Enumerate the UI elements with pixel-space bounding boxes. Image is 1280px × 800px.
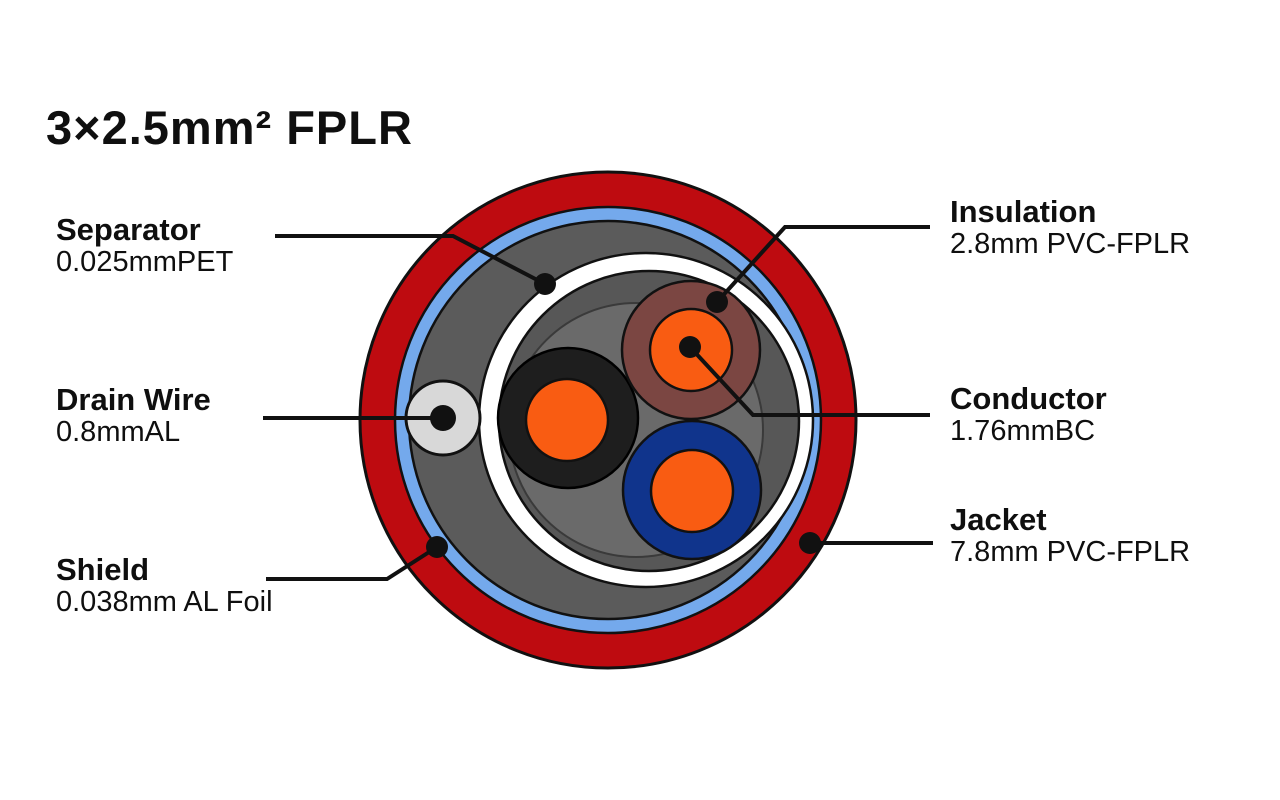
callout-shield: Shield 0.038mm AL Foil	[56, 552, 273, 619]
jacket-leader-dot	[799, 532, 821, 554]
insulation-leader-line	[715, 225, 930, 304]
wire-black-conductor	[524, 377, 610, 463]
callout-drain-wire: Drain Wire 0.8mmAL	[56, 382, 211, 449]
callout-conductor-value: 1.76mmBC	[950, 415, 1096, 447]
insulation-leader-dot	[706, 291, 728, 313]
conductor-leader-dot	[679, 336, 701, 358]
callout-jacket-value: 7.8mm PVC-FPLR	[950, 536, 1191, 568]
conductor-leader-line	[688, 345, 930, 417]
callout-conductor-name: Conductor	[950, 381, 1107, 416]
callout-insulation-name: Insulation	[950, 194, 1097, 229]
leader-dots	[426, 273, 821, 558]
shield-leader-line	[266, 545, 439, 581]
callout-shield-value: 0.038mm AL Foil	[56, 586, 273, 618]
callout-insulation: Insulation 2.8mm PVC-FPLR	[950, 194, 1191, 261]
shield-leader-dot	[426, 536, 448, 558]
callout-separator: Separator 0.025mmPET	[56, 212, 234, 279]
callout-separator-name: Separator	[56, 212, 201, 247]
drain-wire-leader-dot	[430, 405, 456, 431]
callout-jacket: Jacket 7.8mm PVC-FPLR	[950, 502, 1191, 569]
wire-blue-conductor	[649, 448, 735, 534]
callout-jacket-name: Jacket	[950, 502, 1047, 537]
leader-lines	[263, 225, 933, 581]
separator-leader-line	[275, 234, 546, 286]
diagram-title: 3×2.5mm² FPLR	[46, 101, 413, 154]
callout-drain-wire-value: 0.8mmAL	[56, 416, 181, 448]
callout-insulation-value: 2.8mm PVC-FPLR	[950, 228, 1191, 260]
callout-separator-value: 0.025mmPET	[56, 246, 234, 278]
callout-conductor: Conductor 1.76mmBC	[950, 381, 1107, 448]
separator-leader-dot	[534, 273, 556, 295]
callout-shield-name: Shield	[56, 552, 150, 587]
callout-drain-wire-name: Drain Wire	[56, 382, 211, 417]
